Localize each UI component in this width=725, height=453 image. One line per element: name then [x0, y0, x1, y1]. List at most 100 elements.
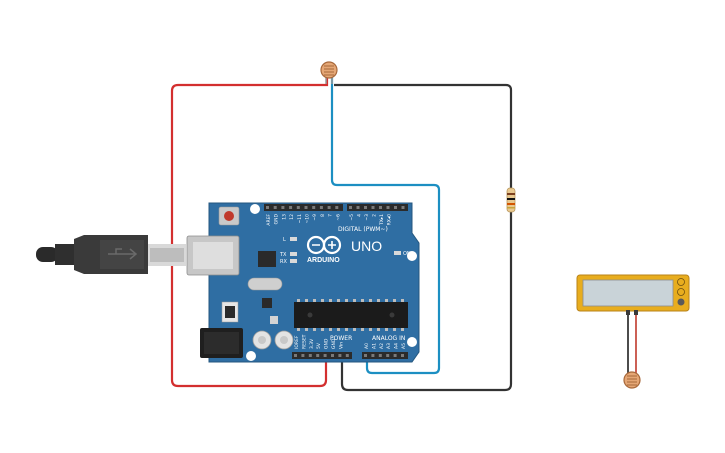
header-pin[interactable]	[364, 354, 367, 357]
header-pin[interactable]	[386, 354, 390, 357]
header-pin[interactable]	[378, 354, 382, 357]
model-label: UNO	[351, 238, 382, 254]
led-l-label: L	[283, 237, 286, 243]
pin-label: ~6	[335, 214, 341, 221]
header-pin[interactable]	[273, 206, 277, 209]
pin-label: AREF	[266, 214, 272, 226]
header-pin[interactable]	[379, 206, 382, 209]
reset-button[interactable]	[218, 206, 240, 226]
pin-label: TX▸1	[379, 214, 385, 226]
pin-label: ~11	[297, 214, 303, 224]
status-leds: L TX RX ON	[279, 237, 411, 265]
pin-label: A0	[364, 343, 370, 349]
pin-label: A5	[401, 343, 407, 349]
header-pin[interactable]	[281, 206, 285, 209]
header-pin[interactable]	[331, 354, 334, 357]
pin-label: A1	[371, 343, 377, 349]
header-pin[interactable]	[327, 206, 331, 209]
header-pin[interactable]	[356, 206, 360, 209]
wire-red-5v[interactable]	[170, 76, 329, 388]
pin-label: ~3	[364, 214, 370, 221]
header-pin[interactable]	[312, 206, 316, 209]
header-pin[interactable]	[316, 354, 320, 357]
header-pin[interactable]	[266, 206, 269, 209]
power-header	[292, 352, 352, 359]
pin-label: 3.3V	[309, 338, 315, 349]
arduino-uno-board[interactable]: ARDUINO UNO L TX RX ON DIGITAL (PWM~) PO…	[186, 202, 420, 363]
led-on-label: ON	[403, 251, 411, 257]
pin-label: A3	[386, 343, 392, 349]
pin-label: 12	[289, 214, 295, 220]
header-pin[interactable]	[304, 206, 308, 209]
pin-label: Vin	[338, 342, 344, 349]
header-pin[interactable]	[394, 206, 397, 209]
sensor-module[interactable]	[576, 274, 690, 376]
pin-label: IOREF	[294, 335, 300, 349]
power-header-label: POWER	[330, 335, 352, 342]
analog-header	[362, 352, 408, 359]
capacitors	[252, 330, 294, 350]
pin-label: 13	[281, 214, 287, 220]
digital-header-right	[347, 204, 408, 211]
regulator	[262, 298, 272, 308]
led-rx-label: RX	[280, 259, 287, 265]
usb-chip	[258, 251, 276, 267]
pin-label: RESET	[301, 334, 307, 349]
pin-label: GND	[274, 213, 280, 224]
atmega-chip	[294, 299, 408, 331]
mount-hole	[407, 251, 417, 261]
header-pin[interactable]	[296, 206, 300, 209]
header-pin[interactable]	[289, 206, 293, 209]
header-pin[interactable]	[319, 206, 323, 209]
pin-label: 2	[372, 214, 378, 217]
mount-hole	[407, 337, 417, 347]
photoresistor-top[interactable]	[320, 61, 338, 84]
pin-label: GND	[331, 338, 337, 349]
header-pin[interactable]	[371, 206, 375, 209]
header-pin[interactable]	[338, 354, 342, 357]
wire-black-resistor[interactable]	[334, 83, 513, 392]
crystal	[247, 277, 283, 291]
pin-label: RX◂0	[387, 214, 393, 225]
pin-label: A2	[379, 343, 385, 349]
wire-blue-a0[interactable]	[330, 76, 441, 375]
header-pin[interactable]	[294, 354, 297, 357]
arduino-logo	[306, 235, 342, 255]
analog-header-label: ANALOG IN	[372, 335, 405, 342]
header-pin[interactable]	[386, 206, 390, 209]
usb-port	[186, 235, 240, 276]
header-pin[interactable]	[393, 354, 397, 357]
brand-label: ARDUINO	[307, 257, 340, 264]
resistor[interactable]	[506, 187, 516, 213]
pin-label: 7	[328, 214, 334, 217]
pin-label: ~5	[349, 214, 355, 221]
mount-hole	[250, 204, 260, 214]
pin-label: ~10	[305, 214, 311, 224]
header-pin[interactable]	[301, 354, 305, 357]
header-pin[interactable]	[308, 354, 312, 357]
pin-label: 8	[320, 214, 326, 217]
pin-label: A4	[394, 343, 400, 349]
header-pin[interactable]	[401, 354, 404, 357]
header-pin[interactable]	[323, 354, 327, 357]
icsp-small	[270, 316, 278, 324]
pin-label: 5V	[316, 342, 322, 349]
photoresistor-bottom[interactable]	[623, 371, 641, 389]
header-pin[interactable]	[401, 206, 405, 209]
led-tx-label: TX	[279, 252, 287, 258]
header-pin[interactable]	[364, 206, 367, 209]
pin-label: 4	[357, 214, 363, 217]
power-jack	[200, 328, 243, 358]
header-pin[interactable]	[371, 354, 375, 357]
digital-header-left	[264, 204, 343, 211]
pin-label: GND	[324, 338, 330, 349]
header-pin[interactable]	[335, 206, 339, 209]
header-pin[interactable]	[349, 206, 352, 209]
usb-cable[interactable]	[36, 235, 186, 274]
mount-hole	[246, 351, 256, 361]
pin-label: ~9	[312, 214, 318, 221]
digital-header-label: DIGITAL (PWM~)	[338, 226, 388, 233]
wires	[170, 76, 513, 392]
header-pin[interactable]	[345, 354, 349, 357]
